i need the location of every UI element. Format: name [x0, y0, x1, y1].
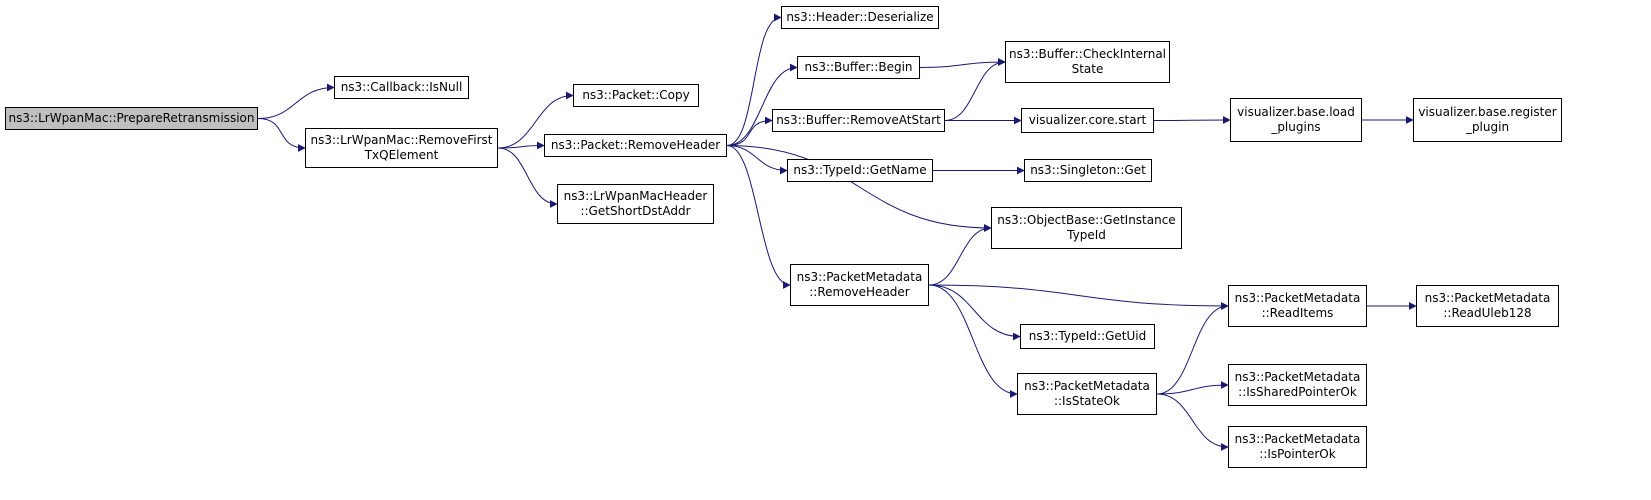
node-typeid-getuid[interactable]: ns3::TypeId::GetUid: [1020, 324, 1155, 349]
edge-remove_first_txq-to-getshortdstaddr: [497, 147, 558, 208]
edge-buffer_begin-to-buffer_checkinternalstate: [919, 58, 1006, 68]
node-buffer-begin[interactable]: ns3::Buffer::Begin: [797, 56, 920, 79]
node-label-line: ns3::Buffer::RemoveAtStart: [776, 113, 941, 127]
node-packetmetadata-readitems[interactable]: ns3::PacketMetadata ::ReadItems: [1228, 285, 1367, 327]
node-buffer-removeatstart[interactable]: ns3::Buffer::RemoveAtStart: [772, 109, 945, 132]
edge-pm_isstateok-to-pm_ispointerok: [1156, 393, 1229, 451]
node-typeid-getname[interactable]: ns3::TypeId::GetName: [787, 159, 933, 182]
node-visualizer-base-load-plugins[interactable]: visualizer.base.load _plugins: [1230, 98, 1362, 142]
node-label-line: ns3::ObjectBase::GetInstance: [997, 213, 1176, 227]
node-label-line: ns3::Header::Deserialize: [786, 10, 934, 24]
edge-packet_removeheader-to-buffer_removeatstart: [726, 116, 773, 146]
node-label-line: ::IsPointerOk: [1259, 447, 1336, 461]
node-label-line: visualizer.base.register: [1418, 105, 1557, 119]
node-lrwpanmacheader-getshortdstaddr[interactable]: ns3::LrWpanMacHeader ::GetShortDstAddr: [557, 184, 714, 224]
node-packet-removeheader[interactable]: ns3::Packet::RemoveHeader: [544, 134, 727, 157]
node-label-line: ns3::PacketMetadata: [1234, 432, 1361, 446]
node-label-line: _plugins: [1271, 120, 1321, 134]
edge-pm_removeheader-to-pm_readitems: [928, 284, 1229, 310]
node-label-line: ns3::Buffer::Begin: [804, 60, 913, 74]
node-label-line: ns3::LrWpanMac::RemoveFirst: [310, 133, 493, 147]
node-header-deserialize[interactable]: ns3::Header::Deserialize: [781, 6, 939, 29]
node-label-line: ::ReadUleb128: [1443, 306, 1532, 320]
edge-pm_isstateok-to-pm_issharedpointerok: [1156, 381, 1229, 395]
node-buffer-checkinternalstate[interactable]: ns3::Buffer::CheckInternal State: [1005, 41, 1170, 83]
node-label-line: TxQElement: [364, 148, 439, 162]
edge-pm_removeheader-to-pm_isstateok: [928, 284, 1018, 398]
node-label-line: ::RemoveHeader: [809, 285, 910, 299]
edge-prepare_retransmission-to-remove_first_txq: [257, 118, 306, 152]
edge-packet_removeheader-to-header_deserialize: [726, 13, 782, 146]
node-label-line: ::ReadItems: [1261, 306, 1334, 320]
node-packetmetadata-removeheader[interactable]: ns3::PacketMetadata ::RemoveHeader: [790, 264, 929, 306]
node-label-line: ns3::LrWpanMac::PrepareRetransmission: [8, 111, 255, 125]
node-visualizer-core-start[interactable]: visualizer.core.start: [1021, 108, 1154, 133]
node-label-line: ns3::TypeId::GetName: [793, 163, 927, 177]
edge-packet_removeheader-to-typeid_getname: [726, 145, 788, 175]
node-label-line: ns3::LrWpanMacHeader: [563, 189, 708, 203]
node-label-line: ns3::Singleton::Get: [1030, 163, 1146, 177]
node-packetmetadata-ispointerok[interactable]: ns3::PacketMetadata ::IsPointerOk: [1228, 426, 1367, 468]
node-label-line: visualizer.core.start: [1028, 113, 1147, 127]
node-label-line: TypeId: [1067, 228, 1106, 242]
edge-viz_core_start-to-viz_base_loadplugins: [1153, 116, 1231, 125]
node-label-line: ::IsSharedPointerOk: [1238, 385, 1357, 399]
node-packetmetadata-isstateok[interactable]: ns3::PacketMetadata ::IsStateOk: [1017, 373, 1157, 415]
node-label-line: ns3::Packet::Copy: [582, 88, 690, 102]
node-singleton-get[interactable]: ns3::Singleton::Get: [1024, 159, 1152, 182]
node-label-line: ::GetShortDstAddr: [580, 204, 691, 218]
edge-packet_removeheader-to-objectbase_getinstancetypeid: [726, 145, 992, 232]
node-label-line: visualizer.base.load: [1237, 105, 1355, 119]
node-label-line: ns3::Packet::RemoveHeader: [550, 138, 721, 152]
node-packetmetadata-issharedpointerok[interactable]: ns3::PacketMetadata ::IsSharedPointerOk: [1228, 364, 1367, 406]
node-label-line: State: [1071, 62, 1104, 76]
node-label-line: ns3::Buffer::CheckInternal: [1008, 47, 1167, 61]
node-label-line: ns3::PacketMetadata: [1424, 291, 1551, 305]
edge-remove_first_txq-to-packet_copy: [497, 91, 574, 149]
node-remove-first-txq-element[interactable]: ns3::LrWpanMac::RemoveFirst TxQElement: [305, 128, 498, 168]
edge-pm_isstateok-to-pm_readitems: [1156, 302, 1229, 395]
node-visualizer-base-register-plugin[interactable]: visualizer.base.register _plugin: [1413, 98, 1562, 142]
node-label-line: ns3::Callback::IsNull: [340, 80, 463, 94]
node-label-line: ns3::PacketMetadata: [1234, 370, 1361, 384]
node-objectbase-getinstancetypeid[interactable]: ns3::ObjectBase::GetInstance TypeId: [991, 207, 1182, 249]
edge-pm_removeheader-to-objectbase_getinstancetypeid: [928, 224, 992, 286]
edge-prepare_retransmission-to-callback_isnull: [257, 83, 335, 119]
edge-buffer_removeatstart-to-buffer_checkinternalstate: [944, 58, 1006, 121]
edge-packet_removeheader-to-buffer_begin: [726, 63, 798, 146]
edge-packet_removeheader-to-pm_removeheader: [726, 145, 791, 289]
node-label-line: ns3::TypeId::GetUid: [1028, 329, 1147, 343]
node-label-line: ns3::PacketMetadata: [1234, 291, 1361, 305]
node-prepare-retransmission[interactable]: ns3::LrWpanMac::PrepareRetransmission: [5, 107, 258, 130]
node-label-line: _plugin: [1465, 120, 1510, 134]
edge-remove_first_txq-to-packet_removeheader: [497, 141, 545, 150]
edge-pm_removeheader-to-typeid_getuid: [928, 284, 1021, 341]
node-callback-isnull[interactable]: ns3::Callback::IsNull: [334, 76, 469, 99]
node-packet-copy[interactable]: ns3::Packet::Copy: [573, 84, 699, 107]
node-packetmetadata-readuleb128[interactable]: ns3::PacketMetadata ::ReadUleb128: [1416, 285, 1559, 327]
node-label-line: ::IsStateOk: [1053, 394, 1121, 408]
node-label-line: ns3::PacketMetadata: [796, 270, 923, 284]
node-label-line: ns3::PacketMetadata: [1024, 379, 1150, 393]
